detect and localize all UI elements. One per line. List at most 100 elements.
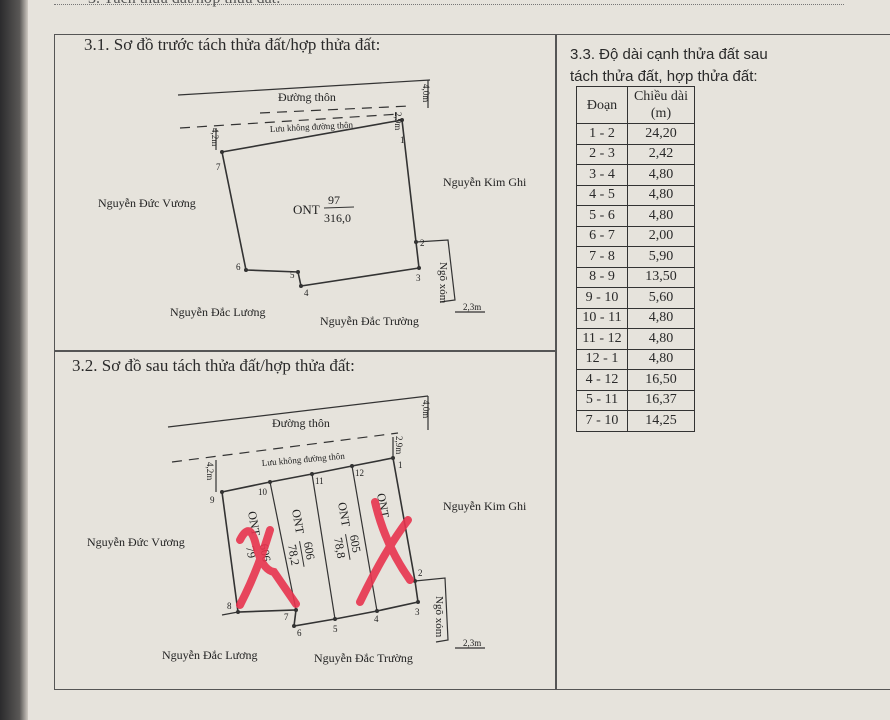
parcel-type: ONT (293, 202, 320, 217)
length-cell: 5,60 (627, 287, 695, 309)
parcel-type: ONT (335, 501, 353, 528)
point-label: 1 (400, 135, 405, 145)
photo-edge (0, 0, 28, 720)
length-cell: 2,42 (627, 143, 695, 165)
setback-label: Lưu không đường thôn (261, 451, 345, 468)
segment-cell: 11 - 12 (576, 328, 628, 350)
neighbor-south-right: Nguyễn Đắc Trường (320, 314, 419, 328)
parcel-type: ONT (289, 508, 307, 535)
point-label: 1 (398, 460, 403, 470)
parcel-area: 78,8 (331, 536, 348, 559)
point-label: 2 (420, 238, 425, 248)
point-label: 4 (304, 288, 309, 298)
point-label: 10 (258, 487, 268, 497)
length-cell: 5,90 (627, 246, 695, 268)
before-title: 3.1. Sơ đồ trước tách thửa đất/hợp thửa … (84, 35, 381, 54)
neighbor-south-left: Nguyễn Đắc Lương (162, 648, 258, 662)
point-label: 11 (315, 476, 324, 486)
after-title: 3.2. Sơ đồ sau tách thửa đất/hợp thửa đấ… (72, 356, 355, 375)
neighbor-east: Nguyễn Kim Ghi (443, 175, 527, 189)
length-cell: 16,37 (627, 389, 695, 411)
length-cell: 4,80 (627, 205, 695, 227)
road-label: Đường thôn (278, 90, 336, 104)
setback-left-label: 4,2m (210, 128, 220, 146)
length-cell: 24,20 (627, 123, 695, 145)
point-label: 8 (227, 601, 232, 611)
section-divider (54, 350, 556, 352)
segment-cell: 5 - 11 (576, 389, 628, 411)
form-frame (54, 34, 890, 690)
length-cell: 4,80 (627, 348, 695, 370)
segment-cell: 2 - 3 (576, 143, 628, 165)
point-label: 12 (355, 468, 364, 478)
parcel-area: 78,2 (285, 543, 302, 566)
lengths-title: 3.3. Độ dài cạnh thửa đất sau tách thửa … (570, 44, 768, 88)
segment-cell: 4 - 5 (576, 184, 628, 206)
alley-outline (414, 577, 449, 643)
setback-left-label: 4,2m (205, 462, 215, 480)
road-edge-top (167, 395, 429, 428)
length-cell: 4,80 (627, 164, 695, 186)
cross-mark-right-stroke (356, 516, 412, 606)
length-cell: 14,25 (627, 410, 695, 432)
point-label: 3 (416, 273, 421, 283)
cross-mark-left (236, 527, 300, 608)
setback-line (171, 432, 399, 463)
road-width-label: 4,0m (421, 400, 431, 418)
neighbor-west: Nguyễn Đức Vương (87, 535, 185, 549)
parcel-number: 606 (301, 541, 318, 561)
setback-line (179, 113, 401, 129)
segment-cell: 4 - 12 (576, 369, 628, 391)
split-line-12-4 (351, 465, 378, 612)
segment-cell: 12 - 1 (576, 348, 628, 370)
setback-right-label: 2,9m (393, 112, 403, 130)
split-line-10-7 (269, 481, 297, 611)
setback-right-label: 2,9m (394, 436, 404, 454)
segment-cell: 1 - 2 (576, 123, 628, 145)
length-cell: 4,80 (627, 307, 695, 329)
segment-cell: 6 - 7 (576, 225, 628, 247)
road-edge-bottom (259, 105, 411, 114)
neighbor-east: Nguyễn Kim Ghi (443, 499, 527, 513)
segment-cell: 5 - 6 (576, 205, 628, 227)
after-diagram: Đường thôn Lưu không đường thôn 4,0m 2,9… (87, 395, 527, 665)
cross-mark-left-stroke (236, 526, 274, 609)
boundary-extension (221, 611, 239, 616)
alley-width-label: 2,3m (463, 638, 481, 648)
segment-cell: 8 - 9 (576, 266, 628, 288)
length-cell: 4,80 (627, 184, 695, 206)
setback-label: Lưu không đường thôn (270, 120, 354, 134)
header-segment: Đoạn (576, 86, 628, 124)
parcel-97-boundary (221, 119, 420, 287)
split-line-11-5 (311, 473, 336, 620)
point-label: 6 (297, 628, 302, 638)
parcel-area: 316,0 (324, 211, 351, 225)
length-cell: 16,50 (627, 369, 695, 391)
alley-label: Ngõ xóm (437, 262, 449, 304)
neighbor-south-right: Nguyễn Đắc Trường (314, 651, 413, 665)
column-divider (555, 34, 557, 690)
before-diagram: Đường thôn Lưu không đường thôn 4,0m 2,9… (98, 79, 527, 328)
segment-cell: 10 - 11 (576, 307, 628, 329)
point-label: 6 (236, 262, 241, 272)
point-label: 7 (284, 612, 289, 622)
road-label: Đường thôn (272, 416, 330, 430)
dotted-line (54, 4, 844, 5)
lengths-title-line: tách thửa đất, hợp thửa đất: (570, 68, 758, 85)
alley-outline (415, 239, 456, 303)
point-label: 5 (333, 624, 338, 634)
point-label: 5 (290, 270, 295, 280)
length-cell: 2,00 (627, 225, 695, 247)
